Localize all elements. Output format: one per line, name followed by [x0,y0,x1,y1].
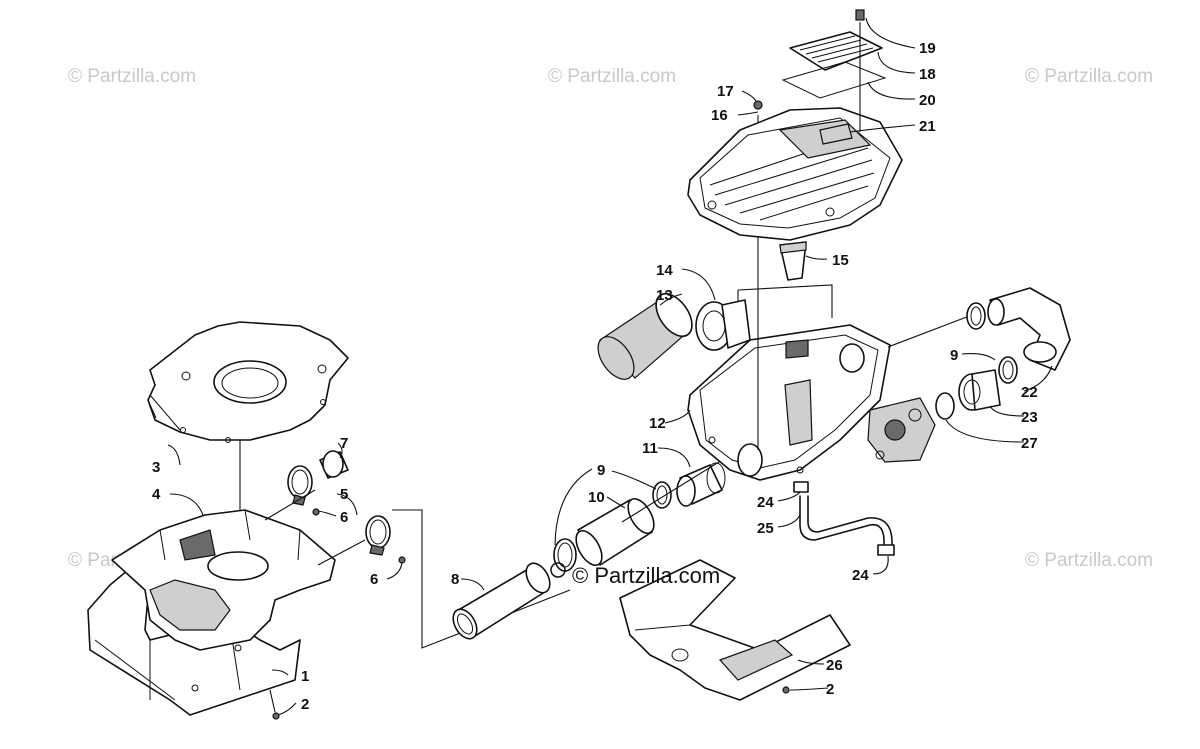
throttle-body [867,397,936,463]
watermark-top-right: © Partzilla.com [1025,66,1153,87]
part-16-airbox-lid [687,107,903,241]
part-23-coupler [958,369,1001,411]
callout-14: 14 [656,262,673,279]
main-watermark: © Partzilla.com [550,562,720,588]
part-17-screw [753,100,763,110]
part-12-airbox [687,324,891,481]
part-6-screw-lower [398,556,406,564]
part-9-clamp-center [652,481,672,509]
callout-1: 1 [301,668,309,685]
part-11-boot [676,462,726,507]
part-18-cover [789,31,883,71]
part-22-elbow [987,287,1071,371]
part-5-clamp-lower [365,515,391,556]
callout-7: 7 [340,435,348,452]
callout-27: 27 [1021,435,1038,452]
callout-8: 8 [451,571,459,588]
callout-6-lower: 6 [370,571,378,588]
callout-20: 20 [919,92,936,109]
callout-5: 5 [340,486,348,503]
part-9-clamp-right-lower [998,356,1018,384]
callout-12: 12 [649,415,666,432]
callout-24-lower: 24 [852,567,869,584]
part-19-screw [855,9,865,21]
callout-16: 16 [711,107,728,124]
callout-22: 22 [1021,384,1038,401]
callout-18: 18 [919,66,936,83]
callout-6-upper: 6 [340,509,348,526]
callout-25: 25 [757,520,774,537]
part-14-filter-adapter [695,299,751,351]
part-20-gasket [781,61,887,99]
part-8-intake-tube [452,562,551,640]
callout-leaders [167,17,1053,716]
part-2-screw-left [272,712,280,720]
callout-17: 17 [717,83,734,100]
callout-9-left: 9 [597,462,605,479]
callout-10: 10 [588,489,605,506]
part-24-clamp-lower [877,544,895,556]
callout-13: 13 [656,287,673,304]
part-4-airbox-base [111,509,336,651]
part-24-clamp-upper [793,481,809,493]
callout-23: 23 [1021,409,1038,426]
part-6-screw-upper [312,508,320,516]
callout-26: 26 [826,657,843,674]
watermark-bottom-right: © Partzilla.com [1025,550,1153,571]
callout-9-right: 9 [950,347,958,364]
part-2-screw-right [782,686,790,694]
part-3-plate [147,321,349,443]
part-7-coupler [319,450,349,479]
callout-15: 15 [832,252,849,269]
watermark-top-center: © Partzilla.com [548,66,676,87]
main-watermark-text: © Partzilla.com [572,563,720,588]
callout-labels: 1 2 2 3 4 5 6 6 7 8 9 9 10 11 12 13 14 1… [152,40,1038,713]
callout-11: 11 [642,440,658,457]
part-13-filter [597,292,693,380]
part-9-clamp-right-upper [966,302,986,330]
part-5-clamp-upper [287,465,313,506]
part-21-insert [819,123,853,145]
callout-24-upper: 24 [757,494,774,511]
part-27-clamp [935,392,955,420]
part-26-heat-shield [619,559,851,701]
part-25-hose [799,495,893,546]
part-15-block [779,241,807,281]
callout-4: 4 [152,486,161,503]
callout-3: 3 [152,459,160,476]
callout-19: 19 [919,40,936,57]
part-10-duct [575,498,655,566]
callout-2-right: 2 [826,681,834,698]
callout-21: 21 [919,118,936,135]
callout-2-left: 2 [301,696,309,713]
watermark-top-left: © Partzilla.com [68,66,196,87]
